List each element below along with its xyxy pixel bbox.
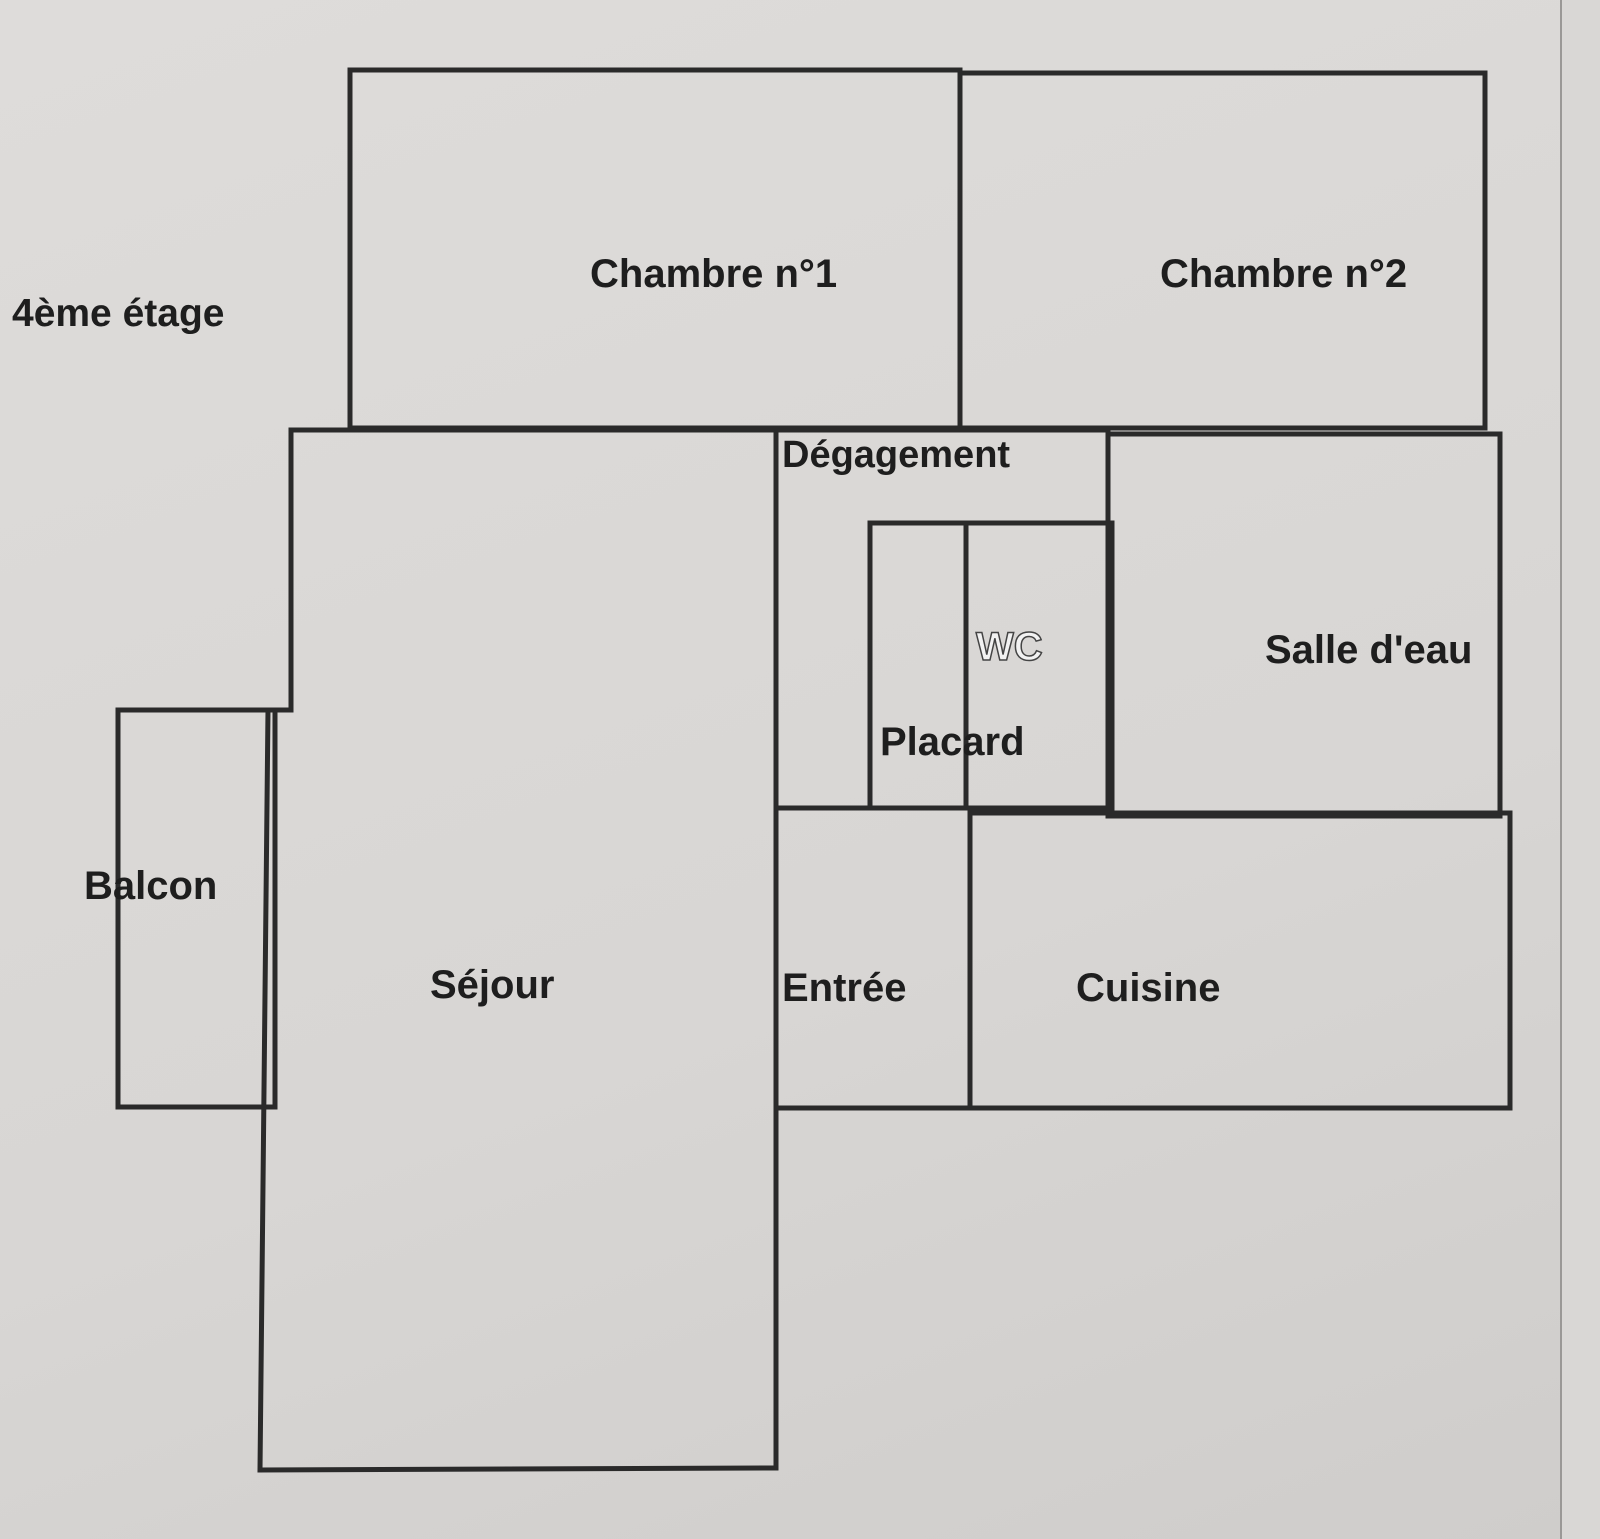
- label-chambre-1: Chambre n°1: [590, 252, 838, 296]
- room-wc: [963, 520, 1115, 811]
- label-wc: WC: [975, 624, 1043, 670]
- label-placard: Placard: [880, 720, 1025, 764]
- room-entree: [773, 805, 973, 1111]
- label-chambre-2: Chambre n°2: [1160, 252, 1408, 296]
- room-salle-deau: [1105, 431, 1503, 819]
- room-sejour: [257, 427, 779, 1473]
- room-placard: [867, 520, 969, 811]
- room-chambre-2: [957, 70, 1488, 431]
- label-cuisine: Cuisine: [1076, 966, 1221, 1010]
- room-chambre-1: [347, 67, 963, 431]
- label-entree: Entrée: [782, 966, 907, 1010]
- label-salle-deau: Salle d'eau: [1265, 628, 1473, 672]
- label-balcon: Balcon: [84, 864, 218, 908]
- label-degagement: Dégagement: [782, 434, 1011, 476]
- room-balcon: [115, 707, 278, 1110]
- label-sejour: Séjour: [430, 963, 555, 1007]
- room-cuisine: [967, 810, 1513, 1111]
- floor-label: 4ème étage: [12, 292, 225, 335]
